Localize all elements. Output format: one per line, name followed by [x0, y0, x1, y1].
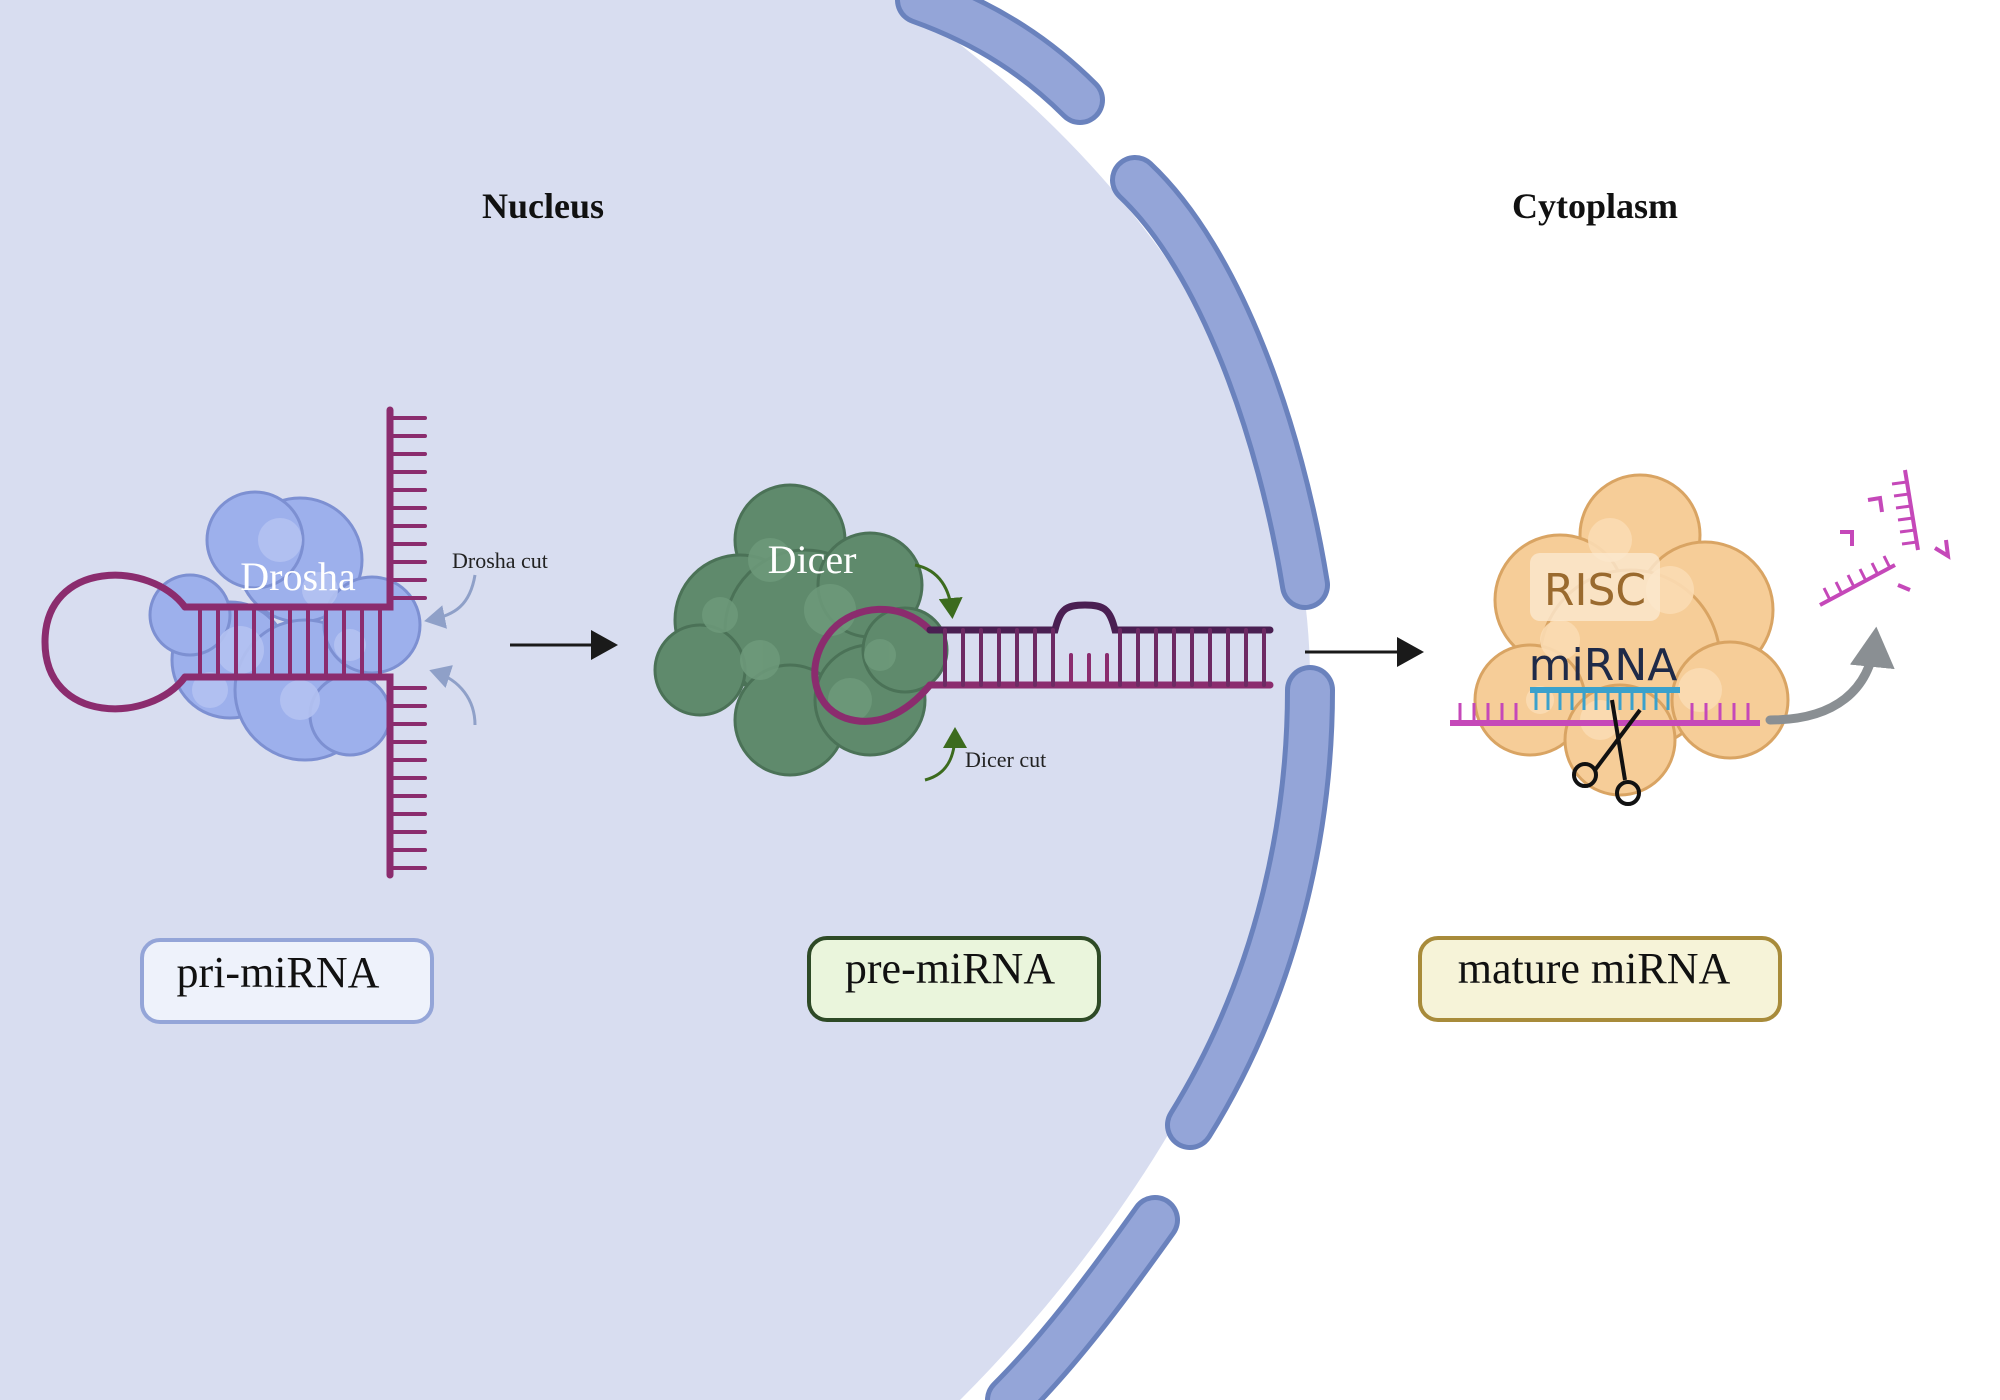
nucleus	[0, 0, 1310, 1400]
risc-label: RISC	[1544, 565, 1646, 616]
mature-mirna-label: mature miRNA	[1458, 944, 1731, 993]
cytoplasm-label: Cytoplasm	[1512, 186, 1678, 226]
dicer-cut-label: Dicer cut	[965, 747, 1046, 772]
drosha-cut-label: Drosha cut	[452, 548, 548, 573]
nucleus-label: Nucleus	[482, 186, 604, 226]
curved-arrow-icon	[1765, 626, 1895, 725]
pre-mirna-hairpin	[811, 601, 1274, 725]
scissors-icon	[1572, 699, 1642, 806]
pri-mirna-label: pri-miRNA	[177, 948, 380, 997]
curved-arrow-icon	[424, 574, 477, 629]
dicer-label: Dicer	[768, 537, 857, 582]
drosha-cut-arrows	[424, 574, 477, 726]
dicer-cut-arrows	[914, 563, 967, 782]
curved-arrow-icon	[924, 727, 967, 782]
mature-mirna-box: mature miRNA	[1418, 936, 1782, 1022]
target-mrna	[1450, 703, 1760, 726]
drosha-protein	[148, 490, 422, 762]
pri-mirna-hairpin	[41, 406, 427, 879]
risc-complex	[1473, 473, 1790, 797]
degraded-mrna-fragments	[1819, 469, 1951, 607]
pre-mirna-box: pre-miRNA	[807, 936, 1101, 1022]
curved-arrow-icon	[429, 665, 477, 726]
curved-arrow-icon	[914, 563, 963, 619]
mirna-strand-label: miRNA	[1529, 640, 1678, 691]
nuclear-envelope	[895, 0, 1335, 1400]
pri-mirna-box: pri-miRNA	[140, 938, 434, 1024]
drosha-label: Drosha	[240, 554, 356, 599]
pre-mirna-label: pre-miRNA	[845, 944, 1055, 993]
mirna-strand	[1530, 687, 1680, 710]
